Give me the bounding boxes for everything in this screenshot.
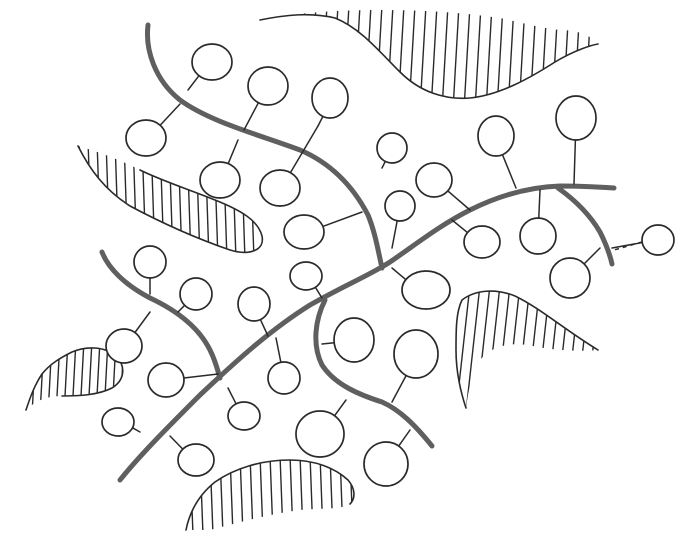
cell-body (192, 44, 232, 80)
cell-body (178, 444, 214, 476)
cell-body (550, 258, 590, 298)
cell-body (268, 362, 300, 394)
cell-body (180, 278, 212, 310)
cell-body (126, 120, 166, 156)
cell-body (416, 163, 452, 197)
cell-body (260, 170, 300, 206)
cell-body (377, 133, 407, 163)
cell-body (290, 262, 322, 290)
cell-body (394, 330, 438, 378)
cell-body (134, 246, 166, 278)
cell-body (296, 411, 344, 457)
cell-body (200, 162, 240, 198)
cell-body (520, 218, 556, 254)
cell-body (248, 67, 288, 105)
cell-body (106, 329, 142, 363)
cell-body (228, 402, 260, 430)
cell-body (364, 442, 408, 486)
cell-body (284, 215, 324, 249)
cell-body (148, 363, 184, 397)
cell-body (402, 271, 450, 309)
cell-body (464, 226, 500, 258)
cell-body (102, 408, 134, 436)
cell-body (556, 96, 596, 140)
cell-body (334, 318, 374, 362)
cell-body (478, 116, 514, 156)
cell-body (642, 225, 674, 255)
cell-body (385, 191, 415, 221)
cell-body (238, 287, 270, 321)
cell-body (312, 78, 348, 118)
